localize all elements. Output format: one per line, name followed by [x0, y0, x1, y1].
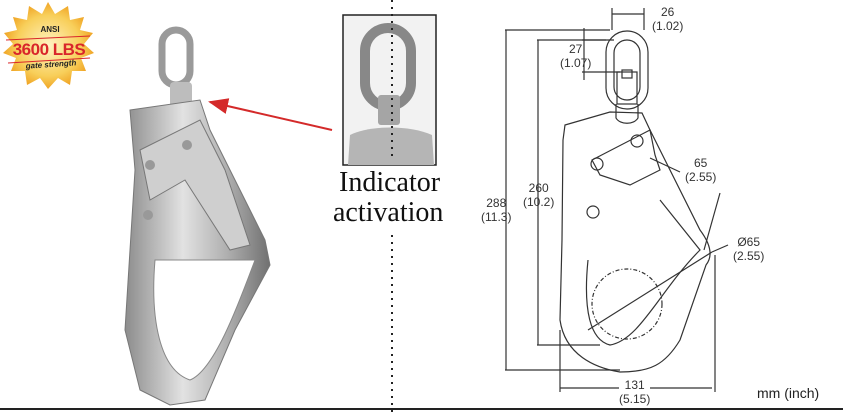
dim-mm: Ø65: [737, 235, 761, 249]
technical-drawing: [505, 8, 729, 392]
dim-inch: (10.2): [523, 195, 555, 209]
badge-starburst: [3, 2, 94, 89]
dim-mm: 131: [624, 378, 645, 392]
dim-swivel-height: 27(1.07): [560, 42, 591, 70]
dim-overall-width: 131(5.15): [619, 378, 651, 406]
units-label: mm (inch): [757, 385, 820, 401]
callout-line-2: activation: [333, 197, 444, 228]
dim-swivel-width: 26(1.02): [652, 5, 683, 33]
dim-inch: (2.55): [685, 170, 717, 184]
dim-mm: 288: [486, 196, 507, 210]
badge-rating: 3600 LBS: [12, 40, 86, 59]
dim-throat-diameter: Ø65(2.55): [733, 235, 764, 263]
dim-inner-length: 260(10.2): [523, 181, 554, 209]
dim-inch: (5.15): [619, 392, 651, 406]
dim-inch: (11.3): [481, 210, 512, 224]
indicator-inset-photo: [342, 14, 437, 166]
dim-inch: (1.07): [560, 56, 592, 70]
dim-overall-length: 288(11.3): [481, 196, 511, 224]
dim-gate-opening: 65(2.55): [685, 156, 716, 184]
dim-mm: 65: [694, 156, 708, 170]
dim-mm: 26: [661, 5, 675, 19]
dim-mm: 260: [528, 181, 549, 195]
indicator-arrow: [208, 98, 333, 131]
dim-inch: (1.02): [652, 19, 684, 33]
dim-inch: (2.55): [733, 249, 765, 263]
callout-line-1: Indicator: [339, 167, 441, 198]
dim-mm: 27: [569, 42, 583, 56]
snap-hook-photo: [124, 26, 271, 406]
badge-standard: ANSI: [40, 25, 60, 34]
